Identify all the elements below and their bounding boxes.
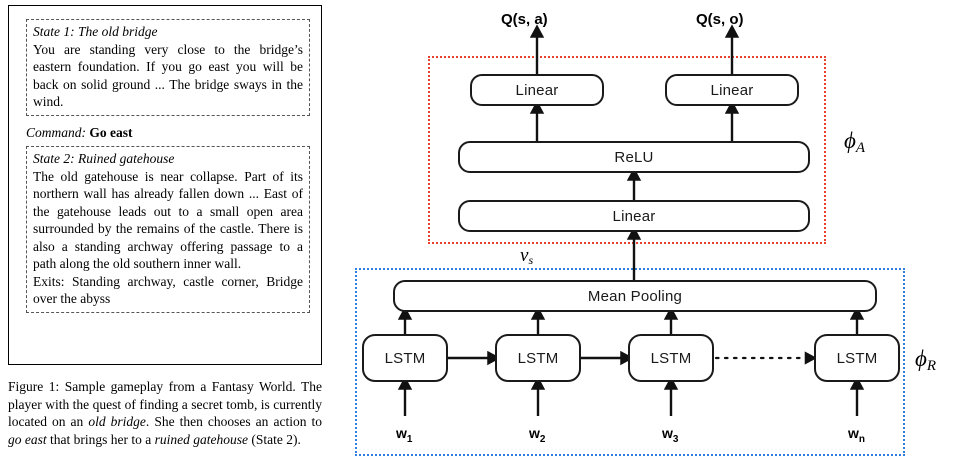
node-lstm-2[interactable]: LSTM — [495, 334, 581, 382]
caption-em-go-east: go east — [8, 431, 47, 447]
w2-symbol: w — [529, 425, 540, 441]
w1-symbol: w — [396, 425, 407, 441]
state-vector-label: vs — [520, 245, 533, 267]
caption-text-2: . She then chooses an action to — [145, 414, 322, 430]
caption-text-1: Figure 1: Sample gameplay from a Fantasy… — [8, 379, 322, 430]
phi-a-label: ϕA — [844, 128, 866, 156]
figure-caption: Figure 1: Sample gameplay from a Fantasy… — [8, 378, 322, 448]
input-label-wn: wn — [848, 425, 865, 445]
node-relu[interactable]: ReLU — [458, 141, 810, 173]
state-1-title: State 1: The old bridge — [33, 24, 158, 39]
network-architecture-diagram: Q(s, a) Q(s, o) Linear Linear ReLU Linea… — [332, 0, 966, 476]
command-value: Go east — [89, 125, 133, 140]
command-label: Command: — [26, 125, 86, 140]
node-linear-action[interactable]: Linear — [470, 74, 604, 106]
phi-a-symbol: ϕ — [844, 128, 856, 153]
state-2-body: The old gatehouse is near collapse. Part… — [33, 168, 303, 272]
node-linear-shared[interactable]: Linear — [458, 200, 810, 232]
output-label-q-s-o: Q(s, o) — [696, 11, 744, 28]
output-label-q-s-a: Q(s, a) — [501, 11, 548, 28]
w2-subscript: 2 — [539, 433, 546, 445]
caption-text-3: that brings her to a — [46, 431, 155, 447]
state-vector-symbol: v — [520, 245, 529, 266]
state-2-block: State 2: Ruined gatehouse The old gateho… — [26, 146, 310, 313]
node-linear-object[interactable]: Linear — [665, 74, 799, 106]
wn-subscript: n — [858, 433, 865, 445]
caption-em-old-bridge: old bridge — [88, 414, 146, 430]
phi-r-group-frame — [355, 268, 905, 456]
gameplay-transcript-box: State 1: The old bridge You are standing… — [8, 5, 322, 365]
phi-r-subscript: R — [926, 358, 937, 374]
caption-em-ruined-gatehouse: ruined gatehouse — [154, 431, 248, 447]
phi-a-group-frame — [428, 56, 826, 244]
figure-1-panel: State 1: The old bridge You are standing… — [0, 0, 332, 476]
state-2-title: State 2: Ruined gatehouse — [33, 151, 175, 166]
node-lstm-3[interactable]: LSTM — [628, 334, 714, 382]
wn-symbol: w — [848, 425, 859, 441]
phi-a-subscript: A — [855, 140, 866, 156]
input-label-w1: w1 — [396, 425, 412, 445]
input-label-w2: w2 — [529, 425, 545, 445]
input-label-w3: w3 — [662, 425, 678, 445]
w3-subscript: 3 — [672, 433, 679, 445]
node-lstm-n[interactable]: LSTM — [814, 334, 900, 382]
state-1-block: State 1: The old bridge You are standing… — [26, 19, 310, 116]
w3-symbol: w — [662, 425, 673, 441]
state-vector-subscript: s — [528, 253, 534, 267]
node-lstm-1[interactable]: LSTM — [362, 334, 448, 382]
command-line: Command: Go east — [26, 124, 310, 142]
caption-text-4: (State 2). — [247, 431, 301, 447]
node-mean-pooling[interactable]: Mean Pooling — [393, 280, 877, 312]
state-1-body: You are standing very close to the bridg… — [33, 41, 303, 110]
state-2-exits: Exits: Standing archway, castle corner, … — [33, 273, 303, 307]
phi-r-label: ϕR — [915, 346, 937, 374]
w1-subscript: 1 — [406, 433, 413, 445]
phi-r-symbol: ϕ — [915, 346, 927, 371]
